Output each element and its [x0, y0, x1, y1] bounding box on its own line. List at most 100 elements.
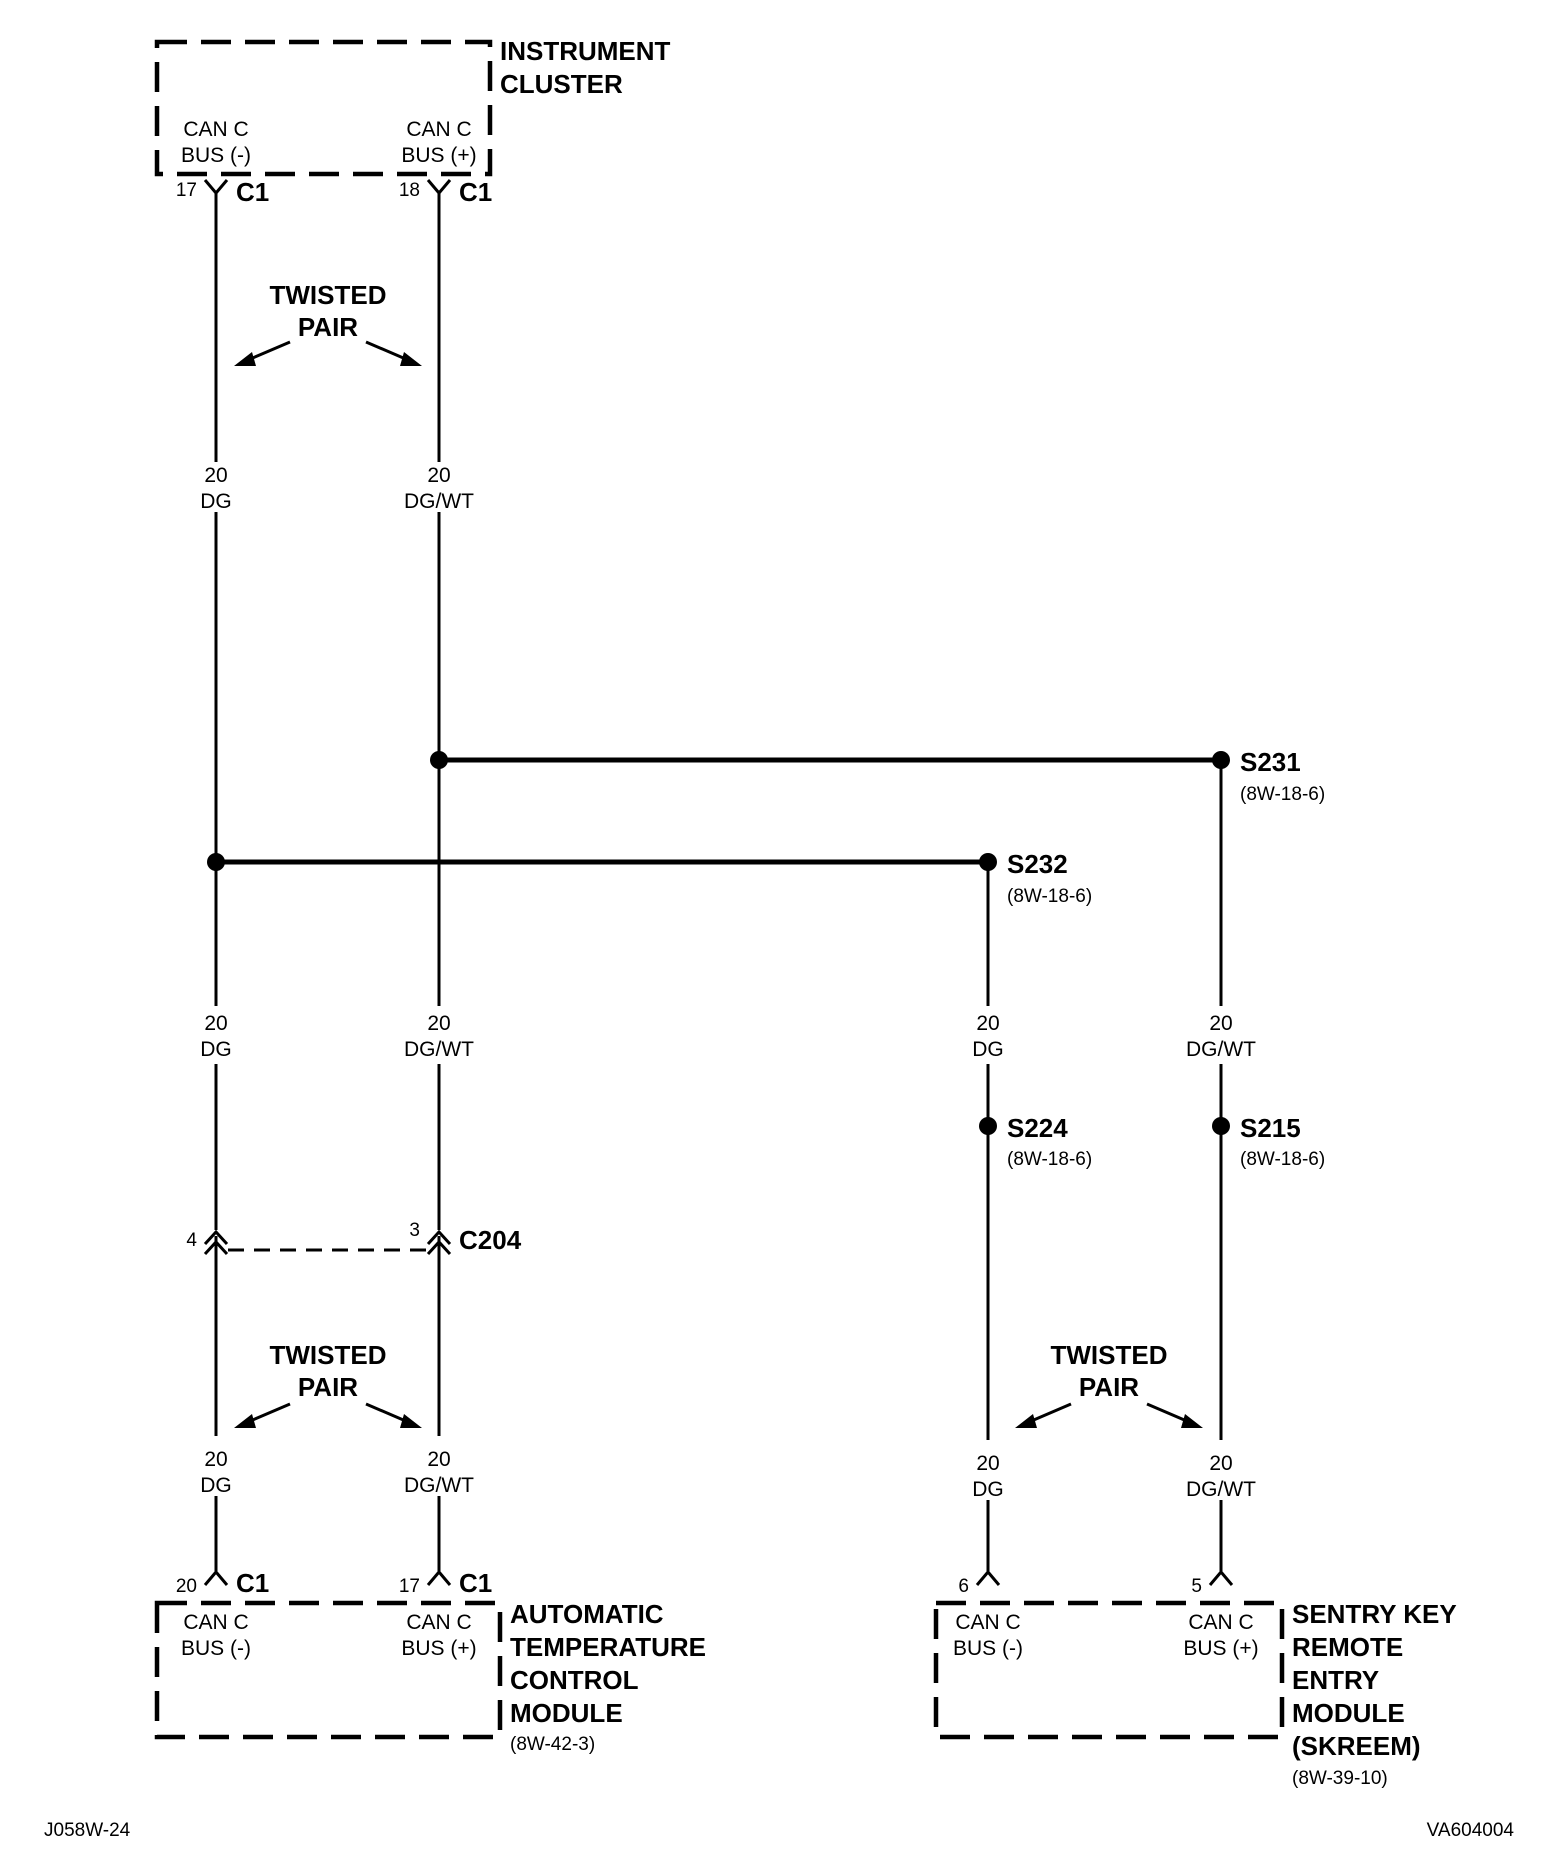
s215-ref: (8W-18-6)	[1240, 1149, 1325, 1170]
footer-left-code: J058W-24	[44, 1820, 131, 1841]
atc-c1-right-connector-icon	[426, 1569, 452, 1586]
ic-pin-left-line2: BUS (-)	[181, 144, 251, 167]
splice-s215: S215 (8W-18-6)	[1212, 1113, 1325, 1170]
atc-pin-20: 20	[176, 1576, 197, 1597]
splice-dot-icon	[207, 853, 225, 871]
skreem-ref: (8W-39-10)	[1292, 1768, 1388, 1789]
instrument-cluster-module: INSTRUMENT CLUSTER CAN C BUS (-) CAN C B…	[154, 36, 671, 207]
arrow-right-icon	[1181, 1414, 1203, 1428]
wire-gauge-dgwt-upper: 20	[427, 464, 450, 487]
twisted-pair-ll-line2: PAIR	[298, 1372, 358, 1402]
c204-name: C204	[459, 1225, 522, 1255]
s231-ref: (8W-18-6)	[1240, 784, 1325, 805]
atc-pin-left-line2: BUS (-)	[181, 1637, 251, 1660]
atc-pin-right-line2: BUS (+)	[401, 1637, 476, 1660]
skreem-box	[933, 1600, 1285, 1740]
arrow-left-icon	[234, 352, 256, 366]
c204-right-connector-icon	[426, 1229, 452, 1246]
splice-dot-icon	[430, 751, 448, 769]
inline-connector-c204: 4 3 C204	[186, 1220, 522, 1256]
atc-name-3: CONTROL	[510, 1665, 639, 1695]
skreem-name-5: (SKREEM)	[1292, 1731, 1421, 1761]
twisted-pair-upper-line2: PAIR	[298, 312, 358, 342]
skreem-pin6-connector-icon	[975, 1569, 1001, 1586]
wire-color-dgwt-mid: DG/WT	[404, 1038, 474, 1061]
atc-conn-c1-left: C1	[236, 1568, 269, 1598]
wire-gauge-dgwt-right-lower: 20	[1209, 1452, 1232, 1475]
ic-pin-left-line1: CAN C	[183, 118, 248, 141]
splice-s231: S231 (8W-18-6)	[430, 747, 1325, 805]
wire-gauge-dgwt-mid: 20	[427, 1012, 450, 1035]
arrow-right-icon	[400, 1414, 422, 1428]
atc-name-2: TEMPERATURE	[510, 1632, 706, 1662]
wire-gauge-dg-lower: 20	[204, 1448, 227, 1471]
instrument-cluster-name-2: CLUSTER	[500, 69, 623, 99]
wire-color-dgwt-right-mid: DG/WT	[1186, 1038, 1256, 1061]
skreem-pin-right-line2: BUS (+)	[1183, 1637, 1258, 1660]
ic-pin-18: 18	[399, 180, 420, 201]
atc-pin-left-line1: CAN C	[183, 1611, 248, 1634]
c204-pin-4: 4	[186, 1230, 197, 1251]
wire-gauge-dgwt-lower: 20	[427, 1448, 450, 1471]
ic-pin-right-line2: BUS (+)	[401, 144, 476, 167]
skreem-pin-left-line1: CAN C	[955, 1611, 1020, 1634]
arrow-left-icon	[234, 1414, 256, 1428]
wire-gauge-dg-right-lower: 20	[976, 1452, 999, 1475]
s224-ref: (8W-18-6)	[1007, 1149, 1092, 1170]
wire-color-dg-right-lower: DG	[972, 1478, 1004, 1501]
twisted-pair-lower-left: TWISTED PAIR	[234, 1340, 422, 1428]
twisted-pair-lr-line2: PAIR	[1079, 1372, 1139, 1402]
atc-c1-left-connector-icon	[203, 1569, 229, 1586]
ic-c1-left-connector-icon	[203, 179, 229, 196]
splice-s224: S224 (8W-18-6)	[979, 1113, 1092, 1170]
twisted-pair-upper-line1: TWISTED	[270, 280, 387, 310]
wire-color-dg-right-mid: DG	[972, 1038, 1004, 1061]
wire-gauge-dg-right-mid: 20	[976, 1012, 999, 1035]
s232-ref: (8W-18-6)	[1007, 886, 1092, 907]
instrument-cluster-box	[154, 39, 493, 177]
twisted-pair-upper: TWISTED PAIR	[234, 280, 422, 366]
ic-c1-right-connector-icon	[426, 179, 452, 196]
wire-gauge-dgwt-right-mid: 20	[1209, 1012, 1232, 1035]
skreem-name-2: REMOTE	[1292, 1632, 1403, 1662]
wire-color-dgwt-right-lower: DG/WT	[1186, 1478, 1256, 1501]
ic-pin-right-line1: CAN C	[406, 118, 471, 141]
skreem-name-1: SENTRY KEY	[1292, 1599, 1457, 1629]
s215-name: S215	[1240, 1113, 1301, 1143]
ic-conn-c1-left: C1	[236, 177, 269, 207]
atc-pin-17: 17	[399, 1576, 420, 1597]
arrow-left-icon	[1015, 1414, 1037, 1428]
skreem-pin5-connector-icon	[1208, 1569, 1234, 1586]
s232-name: S232	[1007, 849, 1068, 879]
splice-s232: S232 (8W-18-6)	[207, 849, 1092, 907]
twisted-pair-lr-line1: TWISTED	[1051, 1340, 1168, 1370]
wire-gauge-dg-mid: 20	[204, 1012, 227, 1035]
wire-color-dgwt-upper: DG/WT	[404, 490, 474, 513]
instrument-cluster-name-1: INSTRUMENT	[500, 36, 671, 66]
ic-conn-c1-right: C1	[459, 177, 492, 207]
skreem-module: 6 5 CAN C BUS (-) CAN C BUS (+) SENTRY K…	[933, 1569, 1457, 1789]
s224-name: S224	[1007, 1113, 1068, 1143]
footer-right-code: VA604004	[1427, 1820, 1515, 1841]
atc-pin-right-line1: CAN C	[406, 1611, 471, 1634]
skreem-name-3: ENTRY	[1292, 1665, 1379, 1695]
wire-color-dg-mid: DG	[200, 1038, 232, 1061]
c204-left-connector-icon	[203, 1229, 229, 1246]
c204-pin-3: 3	[409, 1220, 420, 1241]
twisted-pair-lower-right: TWISTED PAIR	[1015, 1340, 1203, 1428]
splice-dot-icon	[979, 1117, 997, 1135]
twisted-pair-ll-line1: TWISTED	[270, 1340, 387, 1370]
atc-ref: (8W-42-3)	[510, 1734, 595, 1755]
s231-name: S231	[1240, 747, 1301, 777]
skreem-pin-5: 5	[1191, 1576, 1202, 1597]
skreem-name-4: MODULE	[1292, 1698, 1405, 1728]
atc-conn-c1-right: C1	[459, 1568, 492, 1598]
ic-pin-17: 17	[176, 180, 197, 201]
atc-module: 20 C1 17 C1 CAN C BUS (-) CAN C BUS (+) …	[154, 1568, 706, 1755]
skreem-pin-6: 6	[958, 1576, 969, 1597]
skreem-pin-left-line2: BUS (-)	[953, 1637, 1023, 1660]
wire-gauge-dg-upper: 20	[204, 464, 227, 487]
atc-name-1: AUTOMATIC	[510, 1599, 664, 1629]
skreem-pin-right-line1: CAN C	[1188, 1611, 1253, 1634]
